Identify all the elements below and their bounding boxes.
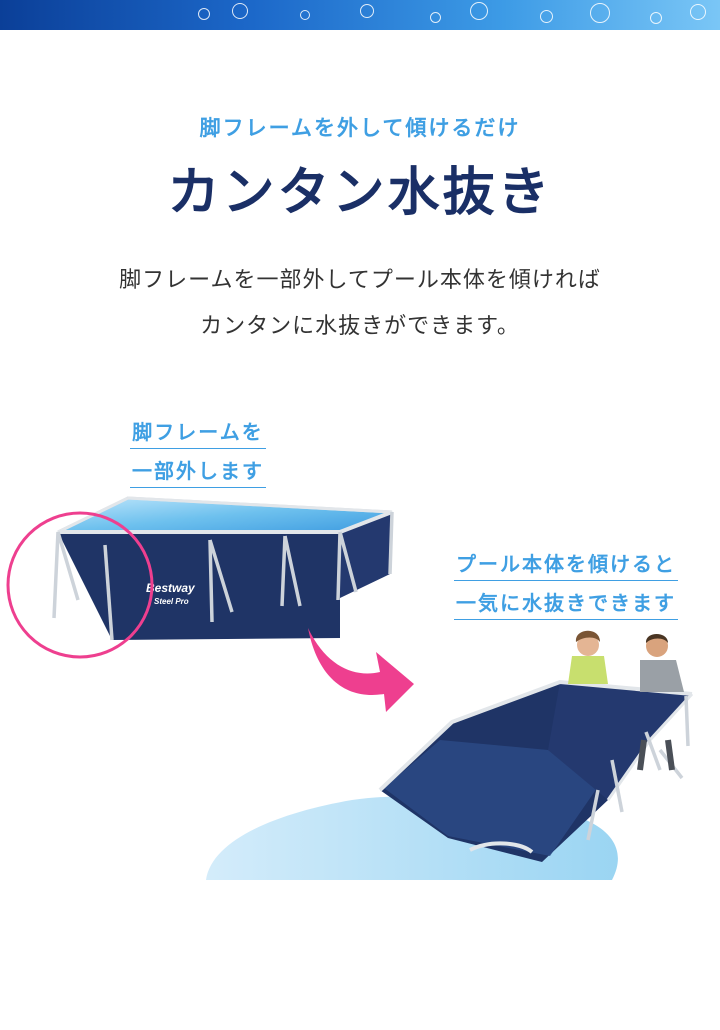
- bubble-decoration: [232, 3, 248, 19]
- left-callout-line: 脚フレームを: [130, 420, 266, 449]
- person-woman-illustration: [568, 630, 608, 684]
- pool-illustration: Bestway Steel Pro: [52, 496, 394, 641]
- bubble-decoration: [430, 12, 441, 23]
- bubble-decoration: [540, 10, 553, 23]
- bubble-decoration: [360, 4, 374, 18]
- eyebrow-text: 脚フレームを外して傾けるだけ: [199, 116, 521, 140]
- right-callout: プール本体を傾けると 一気に水抜きできます: [440, 548, 692, 620]
- pool-logo-brand: Bestway: [146, 581, 196, 595]
- description-line: カンタンに水抜きができます。: [200, 314, 520, 339]
- bubble-decoration: [198, 8, 210, 20]
- header-banner: [0, 0, 720, 30]
- highlight-circle: [6, 511, 154, 659]
- bubble-decoration: [690, 4, 706, 20]
- pool-logo-model: Steel Pro: [154, 597, 189, 606]
- right-callout-line: 一気に水抜きできます: [454, 591, 678, 620]
- bubble-decoration: [300, 10, 310, 20]
- pool-logo: Bestway Steel Pro: [146, 581, 196, 606]
- right-callout-line: プール本体を傾けると: [454, 552, 678, 581]
- tilted-pool-illustration: [378, 679, 694, 862]
- left-callout-line: 一部外します: [130, 459, 266, 488]
- page-title: カンタン水抜き: [167, 163, 553, 223]
- bubble-decoration: [590, 3, 610, 23]
- illustration: Bestway Steel Pro: [6, 496, 694, 880]
- left-callout: 脚フレームを 一部外します: [118, 416, 278, 488]
- bubble-decoration: [650, 12, 662, 24]
- description-line: 脚フレームを一部外してプール本体を傾ければ: [119, 268, 601, 293]
- bubble-decoration: [470, 2, 488, 20]
- person-man-illustration: [637, 634, 684, 771]
- arrow-icon: [308, 628, 414, 712]
